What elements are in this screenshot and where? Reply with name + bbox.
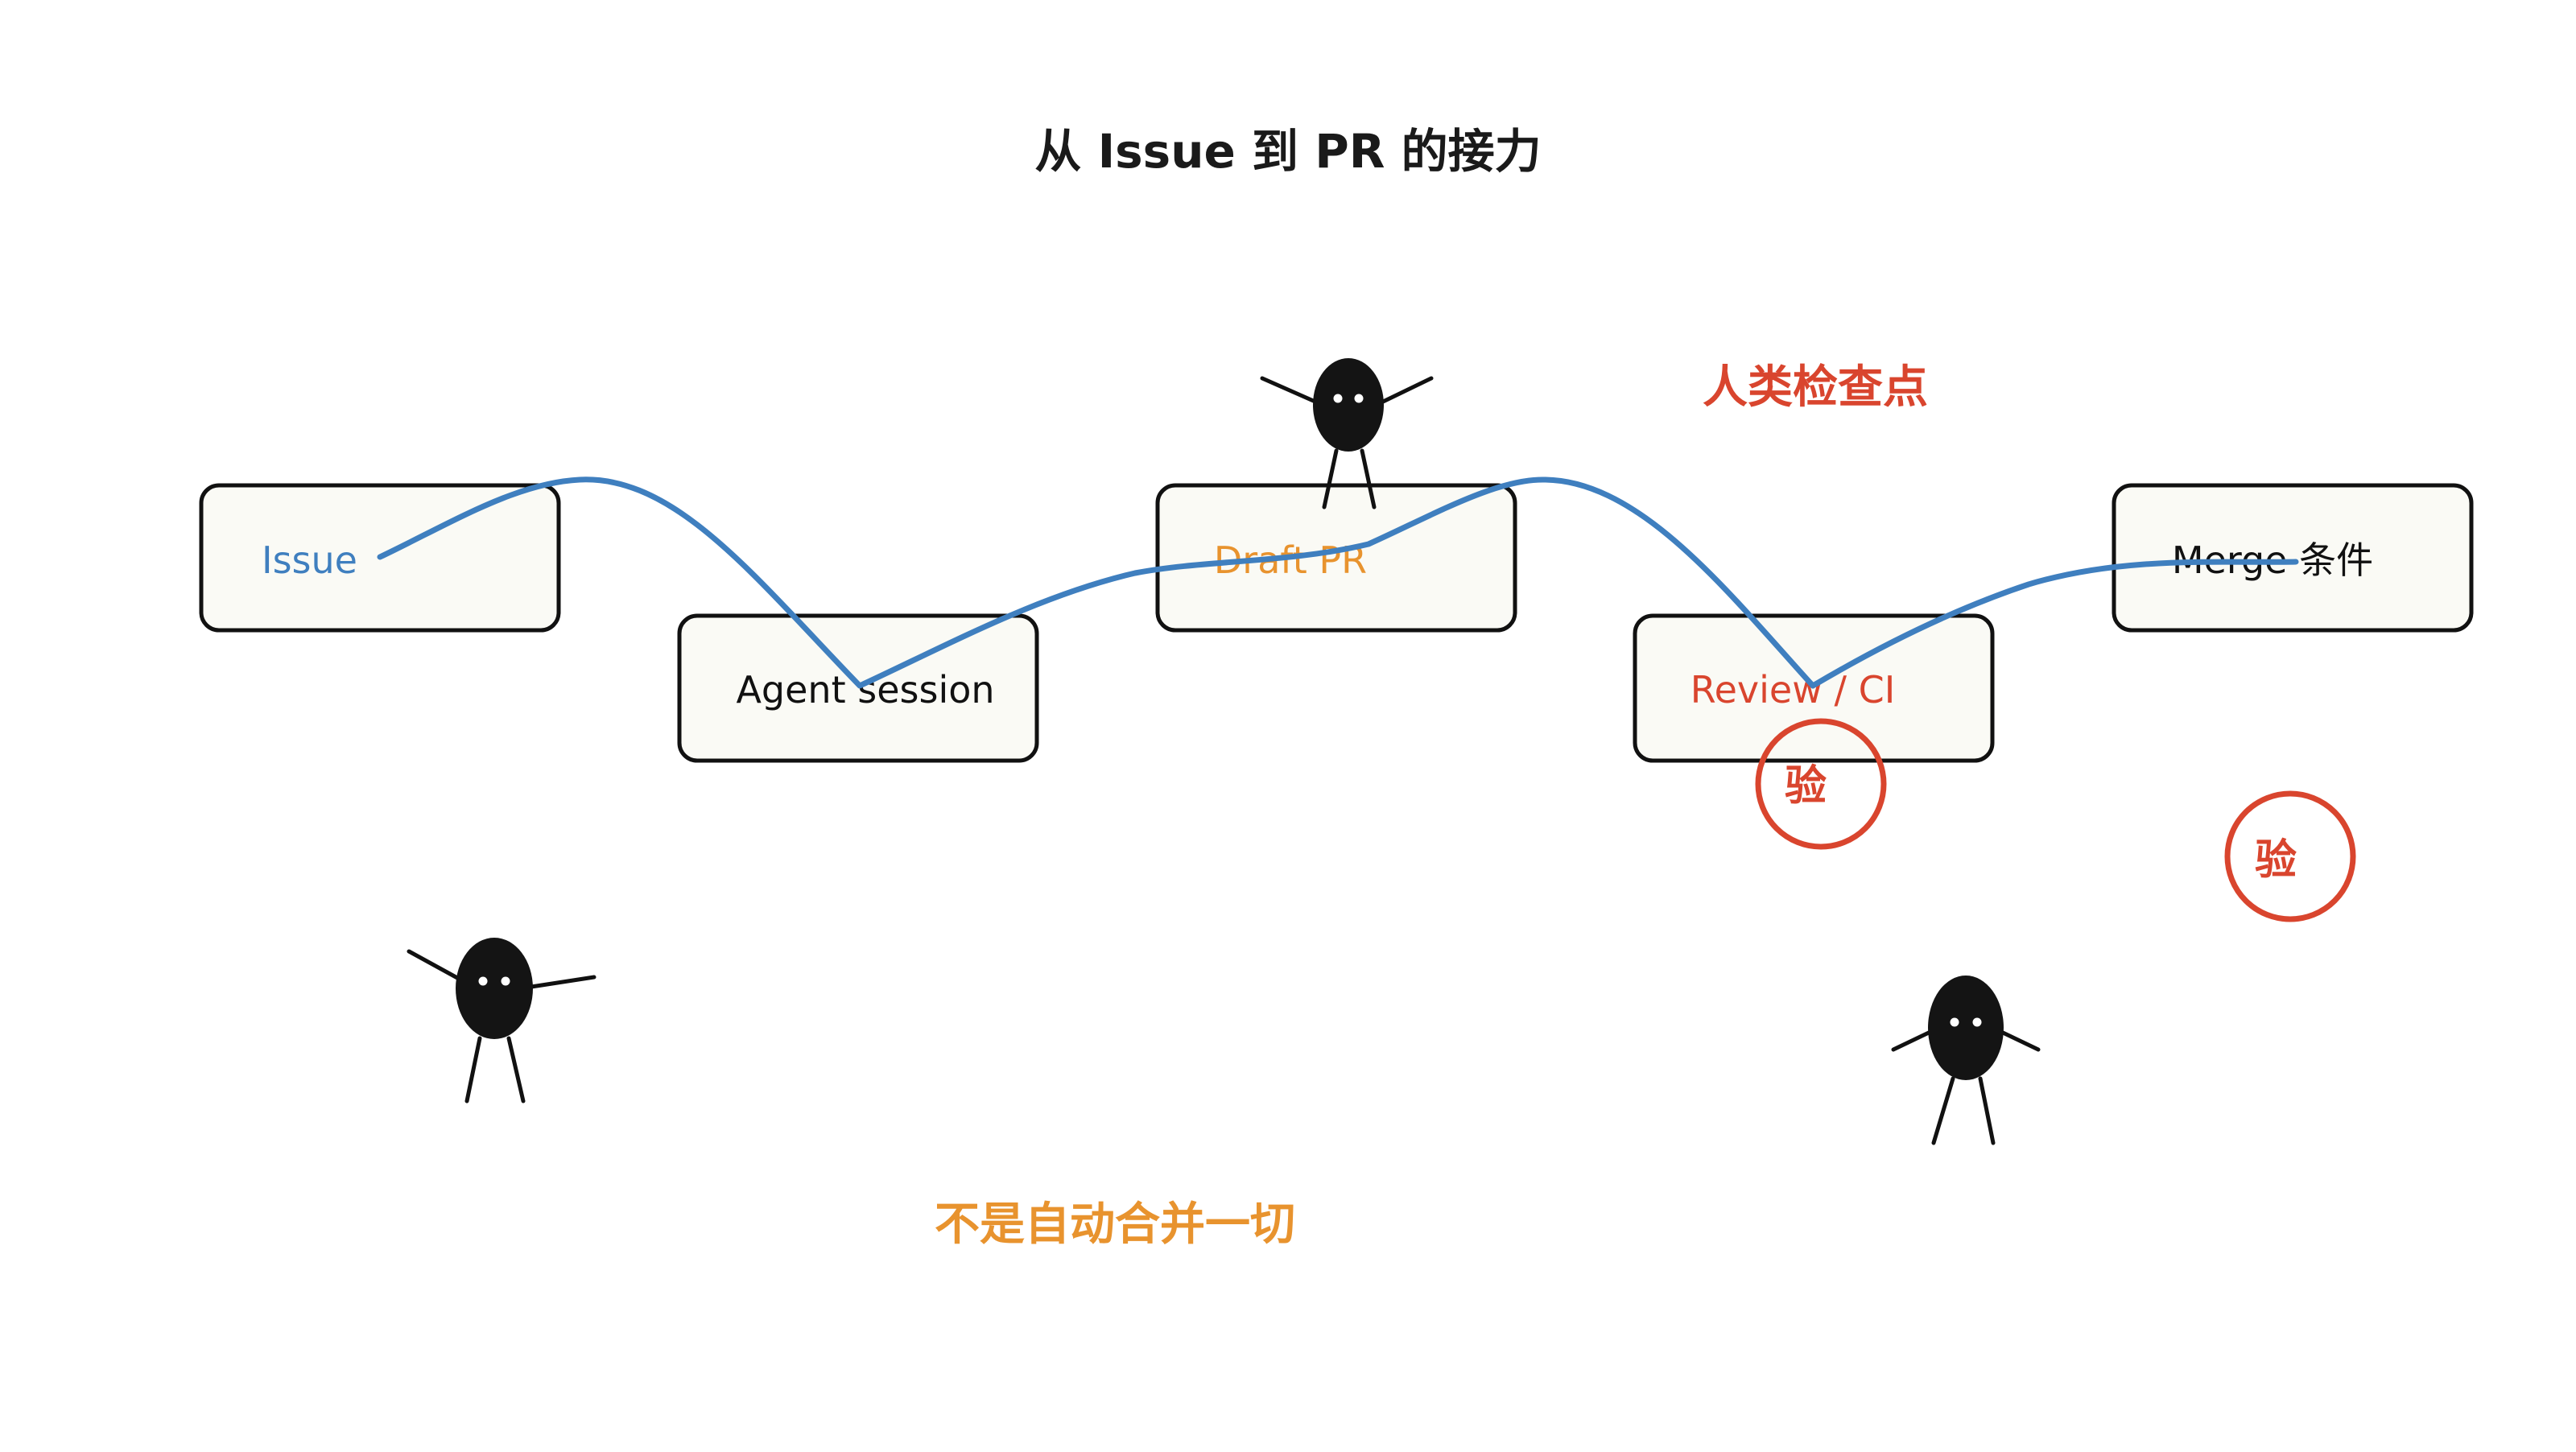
node-agent-session-label: Agent session (736, 668, 994, 712)
stamp-review-char: 验 (1785, 762, 1827, 811)
node-draft-pr: Draft PR (1155, 483, 1517, 633)
not-auto-merge-label: 不是自动合并一切 (935, 1198, 1295, 1251)
stamp-merge: 验 (2224, 790, 2356, 922)
stick-figure-icon (1260, 358, 1434, 509)
figure-left (407, 938, 597, 1103)
stamp-review: 验 (1755, 718, 1887, 850)
node-merge: Merge 条件 (2112, 483, 2474, 633)
figure-right (1891, 976, 2041, 1145)
handoff-flow-line (377, 476, 2299, 689)
stamp-merge-char: 验 (2255, 836, 2297, 885)
page-title: 从 Issue 到 PR 的接力 (1034, 124, 1541, 179)
node-merge-box (2112, 483, 2474, 633)
node-issue-label: Issue (262, 538, 357, 582)
figure-top (1260, 358, 1434, 509)
stick-figure-icon (407, 938, 597, 1103)
node-agent-session: Agent session (677, 613, 1039, 763)
node-draft-pr-box (1155, 483, 1517, 633)
stamp-merge-ring (2224, 790, 2356, 922)
stick-figure-icon (1891, 976, 2041, 1145)
stamp-review-ring (1755, 718, 1887, 850)
node-agent-session-box (677, 613, 1039, 763)
human-checkpoint-label: 人类检查点 (1703, 361, 1928, 414)
node-review-ci-label: Review / CI (1690, 668, 1896, 712)
